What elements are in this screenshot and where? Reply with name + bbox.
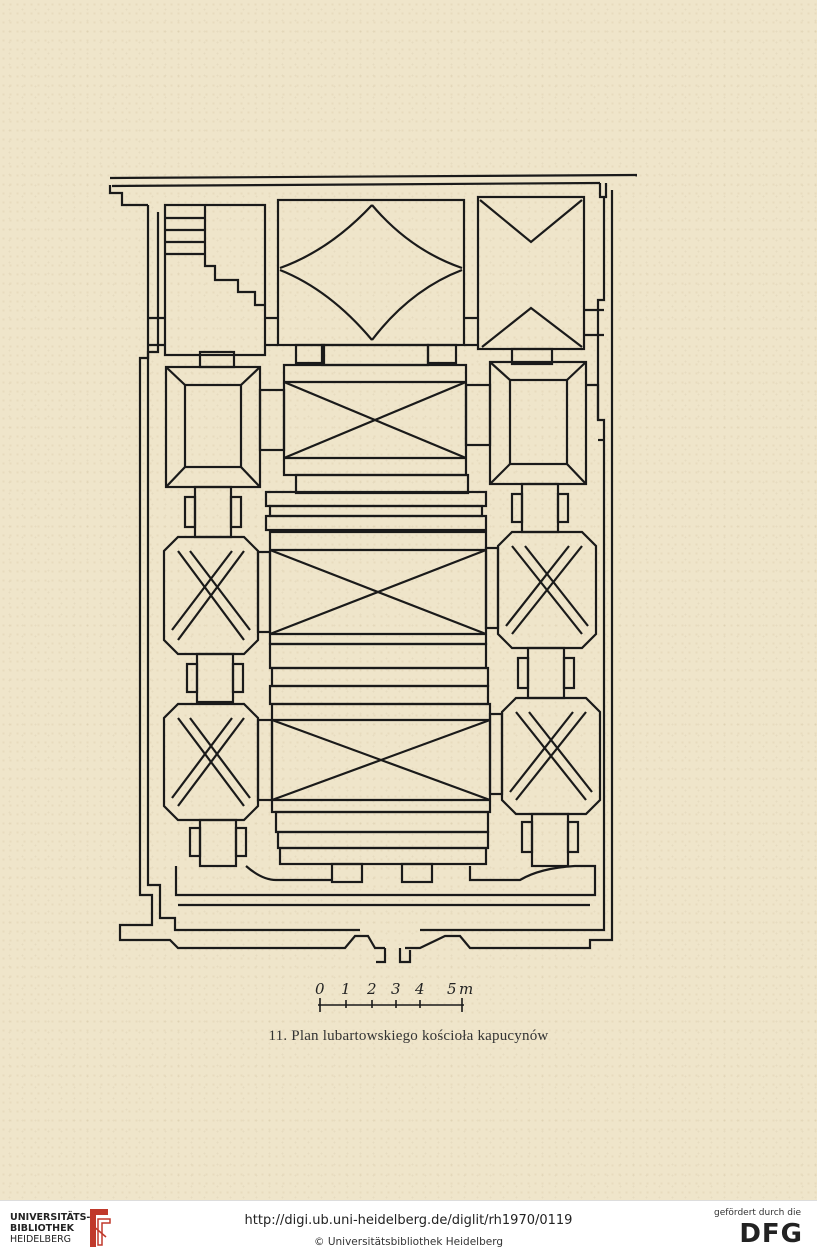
church-floor-plan: [108, 173, 638, 1012]
figure-caption: 11. Plan lubartowskiego kościoła kapucyn…: [268, 1028, 549, 1044]
library-logo[interactable]: UNIVERSITÄTS- BIBLIOTHEK HEIDELBERG: [10, 1212, 90, 1245]
plan-chapel-left-3: [162, 702, 260, 822]
plan-nave-bay-3: [256, 702, 504, 814]
scale-unit-label: m: [459, 980, 474, 998]
plan-nave-bay-2: [256, 530, 500, 646]
library-name-line: HEIDELBERG: [10, 1234, 72, 1245]
plan-piers-1: [183, 482, 570, 539]
plan-chapel-right-3: [500, 696, 602, 816]
plan-nave-bands-2: [268, 642, 490, 706]
scale-tick-label: 4: [415, 980, 425, 998]
scale-tick-label: 2: [367, 980, 377, 998]
dfg-logo[interactable]: DFG: [739, 1219, 803, 1249]
plan-nave-bands-1: [264, 490, 488, 532]
plan-chapel-left-2: [162, 535, 260, 656]
library-name-line: UNIVERSITÄTS-: [10, 1212, 91, 1223]
sponsor-caption: gefördert durch die: [714, 1208, 801, 1218]
plan-chapel-right-1: [488, 360, 588, 486]
scale-tick-label: 3: [391, 980, 401, 998]
plan-right-wall-details: [586, 383, 604, 442]
plan-staircase-room: [163, 203, 267, 357]
plan-piers-2: [185, 646, 576, 704]
plan-piers-3: [188, 812, 580, 868]
scanned-page: 0 1 2 3 4 5 m 11. Plan lubartowskiego ko…: [0, 0, 817, 1200]
plan-top-right-chamber: [476, 195, 586, 366]
scale-tick-label: 0: [315, 980, 325, 998]
scale-tick-label: 1: [341, 980, 351, 998]
permalink-url[interactable]: http://digi.ub.uni-heidelberg.de/diglit/…: [244, 1213, 573, 1228]
plan-chapel-right-2: [496, 530, 598, 650]
copyright-notice: © Universitätsbibliothek Heidelberg: [313, 1236, 503, 1248]
library-emblem-icon: [90, 1209, 111, 1247]
plan-chapel-left-1: [164, 350, 262, 489]
viewer-footer: UNIVERSITÄTS- BIBLIOTHEK HEIDELBERG http…: [0, 1200, 817, 1258]
plan-wall-piers-top: [148, 308, 604, 347]
plan-nave-bay-1: [258, 363, 492, 495]
plan-top-wall: [108, 173, 638, 207]
plan-nave-bands-3: [274, 810, 490, 866]
scale-bar: [318, 998, 464, 1012]
scale-bar-labels: 0 1 2 3 4 5 m: [310, 980, 490, 1002]
plan-entrance: [174, 862, 597, 907]
plan-outer-walls: [118, 190, 614, 964]
plan-top-chamber: [276, 198, 466, 367]
scale-tick-label: 5: [447, 980, 457, 998]
library-name-line: BIBLIOTHEK: [10, 1223, 74, 1234]
